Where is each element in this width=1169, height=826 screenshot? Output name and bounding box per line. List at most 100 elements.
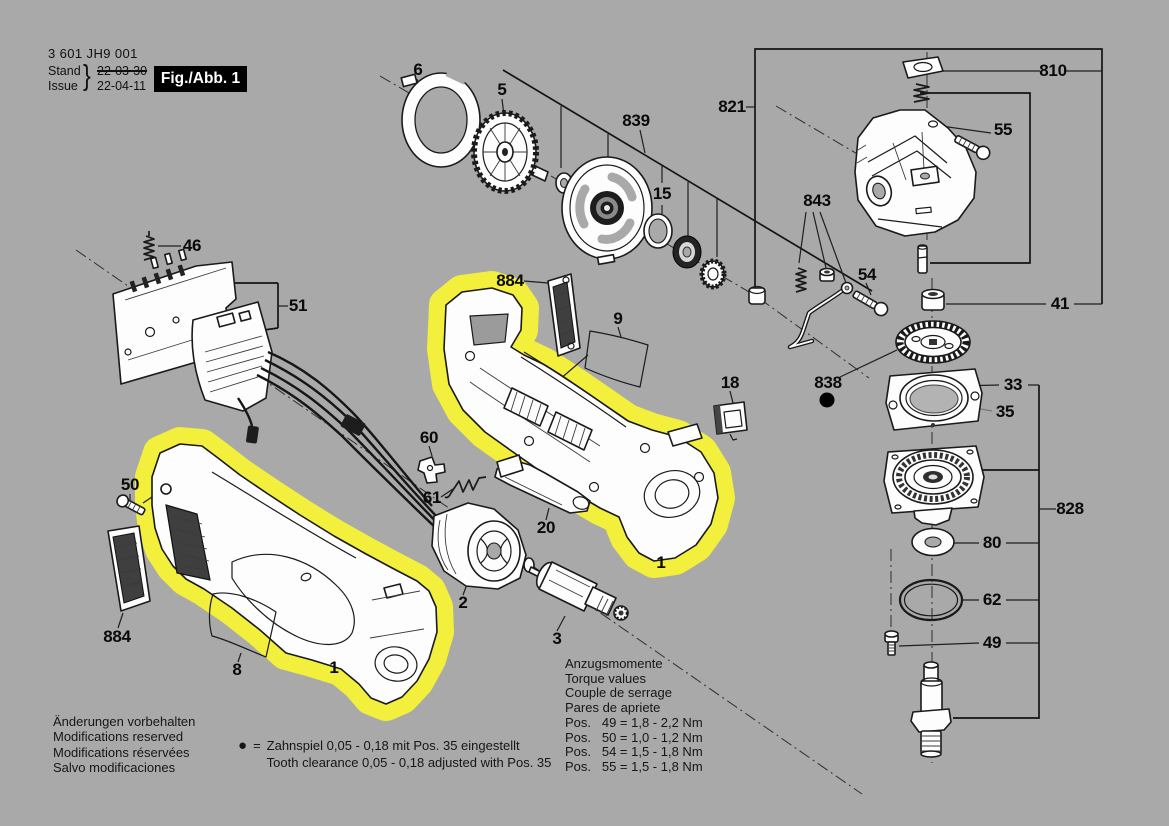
part-callout: 6 — [413, 60, 423, 79]
label-sticker-9 — [584, 330, 649, 388]
part-callout: 1 — [329, 658, 339, 677]
stand-date: 22-03-30 — [97, 64, 148, 78]
part-callout: 810 — [1039, 61, 1067, 80]
vent-grille-top — [547, 273, 581, 357]
torque-title-line: Anzugsmomente — [565, 656, 663, 671]
clearance-dot-symbol: ● — [238, 737, 248, 754]
part-callout: 33 — [1003, 375, 1023, 394]
pinion-gear — [699, 258, 727, 290]
electronics-module — [191, 301, 273, 412]
screw-50 — [116, 494, 146, 516]
part-callout: 15 — [652, 184, 672, 203]
rotor — [523, 557, 629, 621]
baffle-ring — [400, 62, 481, 168]
fan-wheel — [471, 110, 573, 194]
reserved-note-line: Salvo modificaciones — [53, 760, 176, 776]
part-callout: 838 — [814, 373, 842, 392]
part-callout: 50 — [120, 475, 140, 494]
harness-plug — [340, 414, 366, 436]
wiring-harness — [237, 350, 453, 544]
rubber-sleeve — [921, 288, 945, 311]
washer — [911, 527, 955, 557]
clamp-spring — [795, 267, 807, 293]
reserved-note-line: Änderungen vorbehalten — [53, 714, 196, 729]
reserved-note-line: Modifications réservées — [53, 744, 190, 760]
support-strap — [494, 454, 591, 514]
part-callout: 55 — [993, 120, 1013, 139]
seal-ring — [643, 213, 673, 249]
part-callout: 3 — [552, 629, 562, 648]
part-callout: 828 — [1056, 499, 1084, 518]
part-callout: 61 — [422, 488, 442, 507]
part-callout: 35 — [995, 402, 1015, 421]
spindle — [910, 661, 952, 758]
part-callout: 9 — [613, 309, 623, 328]
spindle-lock-button — [902, 56, 944, 79]
clamp-lever — [787, 281, 854, 350]
issue-date: 22-04-11 — [97, 78, 147, 93]
tooth-clearance-note: ● = Zahnspiel 0,05 - 0,18 mit Pos. 35 ei… — [238, 738, 551, 771]
part-callout: 51 — [288, 296, 308, 315]
gear-housing — [854, 109, 977, 237]
crown-gear — [895, 320, 971, 364]
figure-badge: Fig./Abb. 1 — [154, 66, 247, 92]
torque-row: Pos. 50 = 1,0 - 1,2 Nm — [565, 729, 703, 745]
flange-ring — [885, 368, 983, 431]
part-callout: 884 — [103, 627, 131, 646]
part-callout: 884 — [496, 271, 524, 290]
lock-pin — [917, 244, 928, 274]
part-callout: 5 — [497, 80, 507, 99]
clamp-nut — [819, 267, 835, 282]
ball-bearing — [672, 235, 702, 269]
screw-55 — [954, 135, 991, 161]
stand-issue-brace: } — [82, 60, 91, 92]
reserved-note-line: Modifications reserved — [53, 729, 184, 745]
button-spring — [913, 83, 930, 103]
roller-sleeve — [748, 285, 766, 305]
clearance-line-en: Tooth clearance 0,05 - 0,18 adjusted wit… — [266, 754, 552, 770]
torque-row: Pos. 54 = 1,5 - 1,8 Nm — [565, 744, 703, 760]
housing-half-lower — [151, 443, 438, 705]
torque-title-line: Pares de apriete — [565, 700, 661, 716]
slider-latch — [713, 401, 748, 441]
stator — [431, 502, 527, 590]
latch-spring — [444, 476, 487, 499]
vent-grille-bottom — [107, 525, 151, 612]
spindle-bearing-flange — [883, 445, 985, 526]
housing-half-upper — [443, 287, 719, 562]
torque-row: Pos. 55 = 1,5 - 1,8 Nm — [565, 758, 703, 774]
part-callout: 20 — [536, 518, 556, 537]
part-callout: 839 — [622, 111, 650, 130]
part-callout: 46 — [182, 236, 202, 255]
part-callout: 843 — [803, 191, 831, 210]
part-callout: 18 — [720, 373, 740, 392]
clearance-equals: = — [253, 738, 261, 753]
part-callout: 80 — [982, 533, 1002, 552]
stand-label: Stand — [48, 64, 81, 78]
screw-49 — [884, 630, 899, 656]
part-callout: 2 — [458, 593, 468, 612]
latch-lever — [417, 456, 446, 484]
wire-connector — [246, 425, 259, 444]
stand-issue-dates: 22-03-30 22-04-11 — [97, 64, 147, 93]
screw-54 — [852, 290, 889, 317]
o-ring — [898, 578, 964, 622]
torque-title-line: Torque values — [565, 670, 646, 686]
torque-row: Pos. 49 = 1,8 - 2,2 Nm — [565, 714, 703, 730]
stand-issue-labels: Stand Issue — [48, 64, 81, 93]
contact-spring — [143, 231, 155, 261]
part-callout: 60 — [419, 428, 439, 447]
part-callout: 821 — [718, 97, 746, 116]
tooth-clearance-marker — [819, 392, 835, 408]
label-sticker-8 — [208, 592, 277, 658]
part-callout: 54 — [857, 265, 877, 284]
part-callout: 62 — [982, 590, 1002, 609]
torque-title-line: Couple de serrage — [565, 685, 672, 701]
part-callout: 1 — [656, 553, 666, 572]
document-part-number: 3 601 JH9 001 — [48, 46, 138, 61]
part-callout: 49 — [982, 633, 1002, 652]
clearance-line-de: Zahnspiel 0,05 - 0,18 mit Pos. 35 einges… — [266, 738, 520, 753]
bearing-plate — [561, 156, 653, 266]
